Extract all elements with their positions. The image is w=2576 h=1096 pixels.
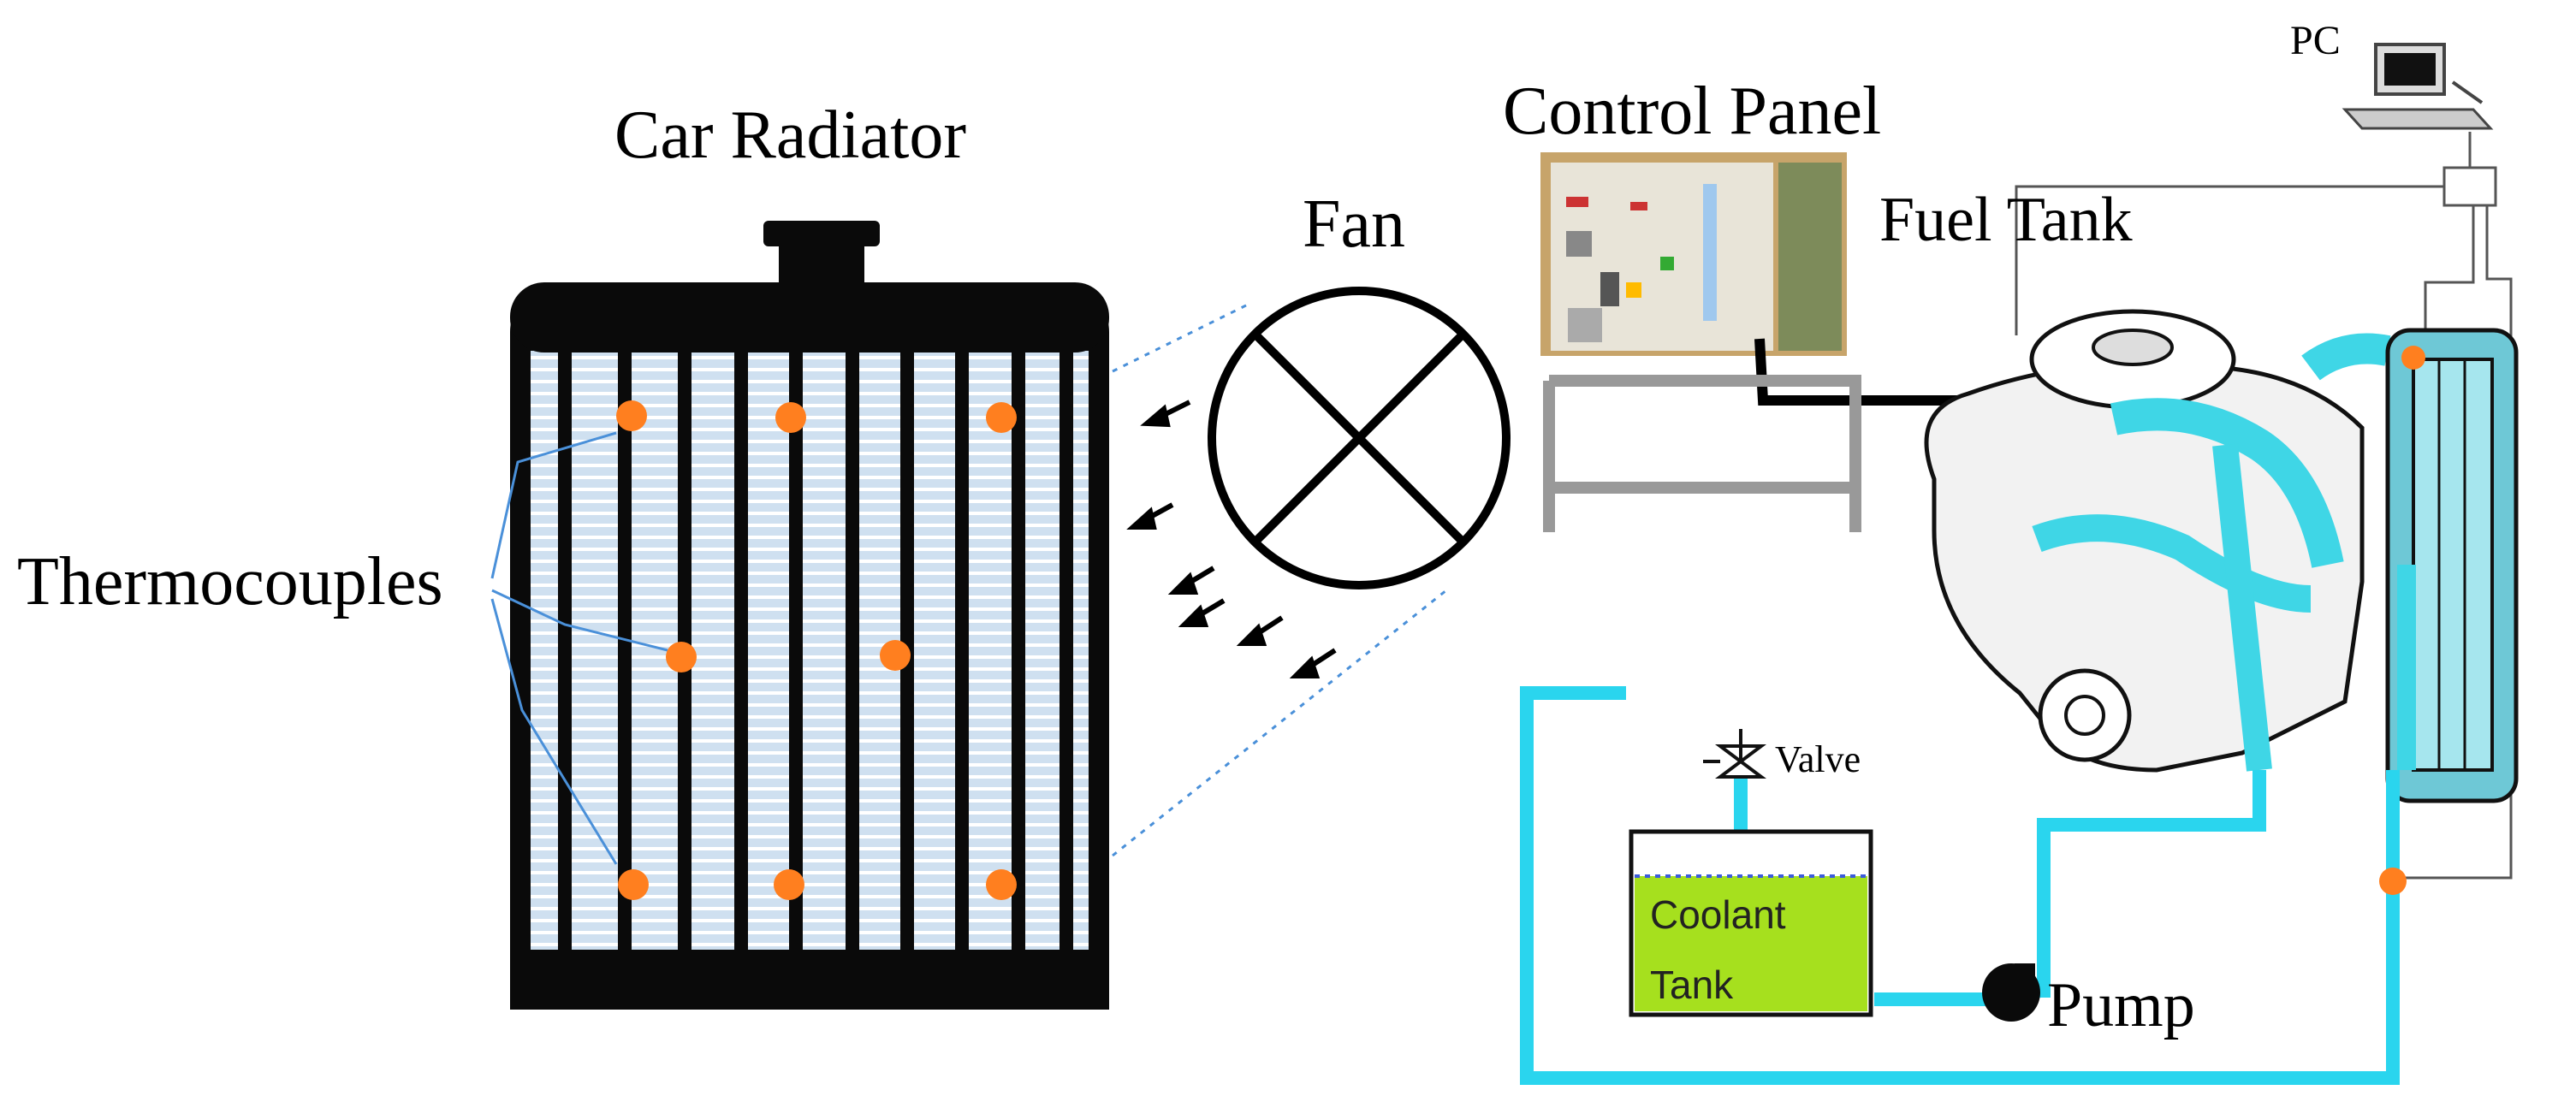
air-flow: [1112, 302, 1447, 857]
radiator-tube: [1059, 351, 1073, 950]
coolant-tank-label-line2: Tank: [1650, 963, 1734, 1007]
desktop-computer-icon: [2342, 43, 2494, 130]
radiator-top-tank: [510, 282, 1109, 352]
thermocouple-point: [666, 642, 697, 672]
leader-line: [490, 431, 617, 579]
thermocouple-point: [774, 869, 804, 900]
radiator-tube: [558, 351, 572, 950]
radiator-tube: [846, 351, 859, 950]
radiator-tube: [618, 351, 632, 950]
car-radiator: [510, 221, 1109, 1010]
pump-icon: [1982, 963, 2040, 1022]
thermocouple-point: [986, 402, 1017, 433]
air-flow-line: [1112, 589, 1447, 857]
thermocouple-point: [618, 869, 649, 900]
thermocouples-label: Thermocouples: [17, 544, 443, 619]
coolant-return-pipe: [1520, 686, 2400, 1085]
pump-outlet-pipe: [2037, 770, 2266, 998]
thermocouple-points: [616, 400, 1017, 900]
air-flow-line: [1112, 302, 1250, 373]
thermocouple-point: [2401, 346, 2425, 370]
radiator-tube: [1012, 351, 1025, 950]
coolant-tank-label-line1: Coolant: [1650, 892, 1786, 937]
engine: [1924, 309, 2519, 803]
panel-stand: [1543, 375, 1861, 532]
fuel-tank-label: Fuel Tank: [1879, 185, 2133, 255]
coolant-pipes: [1520, 686, 2400, 1085]
control-panel-label: Control Panel: [1503, 74, 1882, 149]
fan-icon: [1208, 287, 1511, 589]
radiator-tube: [789, 351, 803, 950]
leader-line: [490, 598, 618, 865]
coolant-tank: [1629, 829, 1873, 1017]
radiator-cap-top: [763, 221, 880, 246]
panel-side: [1778, 163, 1842, 351]
valve-icon: [1703, 729, 1766, 779]
car-radiator-label: Car Radiator: [614, 98, 966, 173]
thermocouple-point: [775, 402, 806, 433]
radiator-tubes: [558, 351, 1073, 950]
pc-label: PC: [2290, 18, 2341, 63]
thermocouple-point: [880, 640, 911, 671]
signal-wires: [2015, 132, 2513, 880]
data-logger: [2442, 166, 2497, 207]
coolant-level: [1635, 876, 1867, 1011]
thermocouple-point: [616, 400, 647, 431]
thermocouple-point: [2379, 868, 2407, 895]
thermocouple-point: [986, 869, 1017, 900]
radiator-tube: [955, 351, 969, 950]
pump-label: Pump: [2047, 970, 2195, 1040]
leader-line: [491, 589, 668, 652]
valve-label: Valve: [1775, 738, 1861, 780]
fan-label: Fan: [1303, 187, 1405, 262]
radiator-tube: [734, 351, 748, 950]
air-flow-arrows: [1126, 400, 1337, 678]
radiator-bottom-tank: [510, 950, 1109, 1010]
engine-coolant-passage: [2110, 398, 2344, 568]
thermocouple-leaders: [490, 431, 668, 865]
